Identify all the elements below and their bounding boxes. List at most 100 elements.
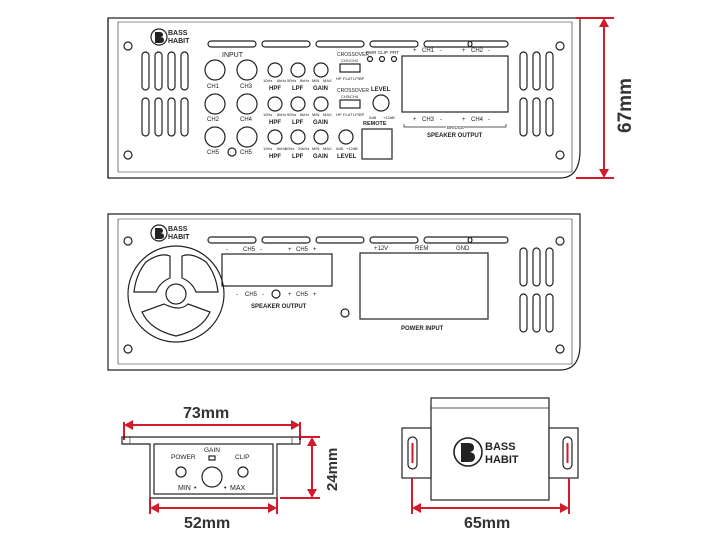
knob-gain-2 (313, 96, 329, 112)
svg-text:6kHz: 6kHz (277, 146, 286, 151)
svg-text:REMOTE: REMOTE (363, 121, 387, 127)
side-view-chassis (107, 213, 581, 371)
svg-text:10Hz: 10Hz (263, 112, 272, 117)
svg-text:BASS: BASS (485, 441, 516, 453)
svg-text:CH1/CH2: CH1/CH2 (341, 58, 359, 63)
screw-icon (555, 236, 565, 246)
ch5-terminal-block: - CH5 - + CH5 + - CH5 - + CH5 + SPEAKER … (221, 247, 333, 310)
svg-text:67mm: 67mm (615, 78, 636, 133)
svg-text:CH5: CH5 (243, 247, 256, 253)
svg-text:CLIP: CLIP (378, 50, 388, 55)
svg-text:CH3: CH3 (422, 117, 435, 123)
svg-text:HABIT: HABIT (168, 38, 190, 45)
svg-text:+: + (313, 292, 317, 298)
svg-text:GAIN: GAIN (313, 154, 328, 160)
svg-text:•: • (194, 485, 197, 492)
svg-text:•: • (224, 485, 227, 492)
side-right-vents (519, 247, 554, 333)
speaker-terminal-body (401, 55, 509, 113)
remote-port (361, 128, 393, 160)
power-terminal-body (359, 252, 489, 320)
svg-text:0dB: 0dB (369, 115, 376, 120)
svg-text:20kHz: 20kHz (298, 146, 309, 151)
knob-remote-level (372, 94, 390, 112)
knob-gain-3 (313, 129, 329, 145)
remote-inner-width-dim: 52mm (184, 515, 230, 532)
svg-text:10Hz: 10Hz (263, 78, 272, 83)
rca-jack-ch4 (236, 93, 258, 115)
knob-level (338, 129, 354, 145)
remote-view: 73mm POWER GAIN CLIP MIN • • MAX 24mm 52… (121, 405, 341, 532)
knob-gain-1 (313, 62, 329, 78)
svg-text:BASS: BASS (168, 226, 188, 233)
svg-text:0dB: 0dB (336, 146, 343, 151)
svg-text:MAX: MAX (323, 78, 332, 83)
mounting-slot (407, 436, 418, 470)
side-top-slots (207, 236, 509, 244)
svg-text:GAIN: GAIN (313, 86, 328, 92)
svg-text:+: + (288, 247, 292, 253)
svg-text:CH1: CH1 (422, 48, 435, 54)
svg-text:FLAT: FLAT (343, 76, 353, 81)
knob-lpf-2 (290, 96, 306, 112)
svg-text:HP: HP (336, 112, 342, 117)
svg-text:+: + (462, 48, 466, 54)
rca-jack-ch1 (204, 59, 226, 81)
svg-text:+12dB: +12dB (383, 115, 395, 120)
svg-text:POWER INPUT: POWER INPUT (401, 326, 444, 332)
svg-text:6kHz: 6kHz (300, 112, 309, 117)
svg-text:SPEAKER OUTPUT: SPEAKER OUTPUT (427, 133, 483, 139)
svg-text:-: - (226, 247, 228, 253)
svg-text:+12V: +12V (374, 246, 388, 252)
svg-text:POWER: POWER (171, 454, 196, 461)
svg-text:CH2: CH2 (471, 48, 484, 54)
knob-hpf-2 (267, 96, 283, 112)
svg-text:LP/BP: LP/BP (353, 76, 365, 81)
right-vents (519, 51, 554, 137)
screw-icon (123, 41, 133, 51)
svg-text:CH3/CH4: CH3/CH4 (341, 94, 359, 99)
power-input-block: +12V REM GND POWER INPUT (359, 246, 489, 332)
svg-text:LPF: LPF (292, 154, 304, 160)
module-view: BASS HABIT 65mm (401, 397, 579, 532)
svg-text:GND: GND (456, 246, 470, 252)
svg-text:6kHz: 6kHz (277, 78, 286, 83)
screw-icon (555, 344, 565, 354)
rca-jack-ch5a (204, 126, 226, 148)
svg-text:CROSSOVER: CROSSOVER (337, 88, 369, 94)
svg-text:GAIN: GAIN (313, 120, 328, 126)
svg-text:HPF: HPF (269, 154, 281, 160)
top-view-inner-edge (117, 21, 573, 173)
knob-lpf-1 (290, 62, 306, 78)
rca-jack-ch5b (236, 126, 258, 148)
svg-text:50Hz: 50Hz (287, 112, 296, 117)
svg-text:-: - (488, 117, 490, 123)
knob-lpf-3 (290, 129, 306, 145)
height-dimension-67: 67mm (576, 17, 636, 179)
svg-text:6kHz: 6kHz (277, 112, 286, 117)
svg-text:REM: REM (415, 246, 428, 252)
screw-icon (123, 150, 133, 160)
svg-text:SPEAKER OUTPUT: SPEAKER OUTPUT (251, 304, 307, 310)
svg-text:CH4: CH4 (471, 117, 484, 123)
svg-text:BASS: BASS (168, 30, 188, 37)
crossover-switch-1: CROSSOVER CH1/CH2 HP FLAT LP/BP (336, 52, 369, 81)
speaker-terminal-block: + CH1 - + CH2 - + CH3 - + CH4 - BRIDGE S… (401, 48, 509, 139)
svg-text:PWR: PWR (366, 50, 377, 55)
left-vents (141, 51, 189, 137)
svg-text:LEVEL: LEVEL (337, 154, 357, 160)
svg-text:CROSSOVER: CROSSOVER (337, 52, 369, 58)
svg-text:CH5: CH5 (240, 150, 253, 156)
screw-icon (123, 236, 133, 246)
fan-icon (127, 245, 225, 343)
svg-text:+: + (313, 247, 317, 253)
svg-text:MAX: MAX (323, 146, 332, 151)
svg-text:LPF: LPF (292, 86, 304, 92)
svg-text:LP/BP: LP/BP (353, 112, 365, 117)
svg-text:CH2: CH2 (207, 117, 220, 123)
screw-icon (340, 308, 350, 318)
ground-screw-icon (227, 147, 237, 157)
svg-text:HPF: HPF (269, 86, 281, 92)
